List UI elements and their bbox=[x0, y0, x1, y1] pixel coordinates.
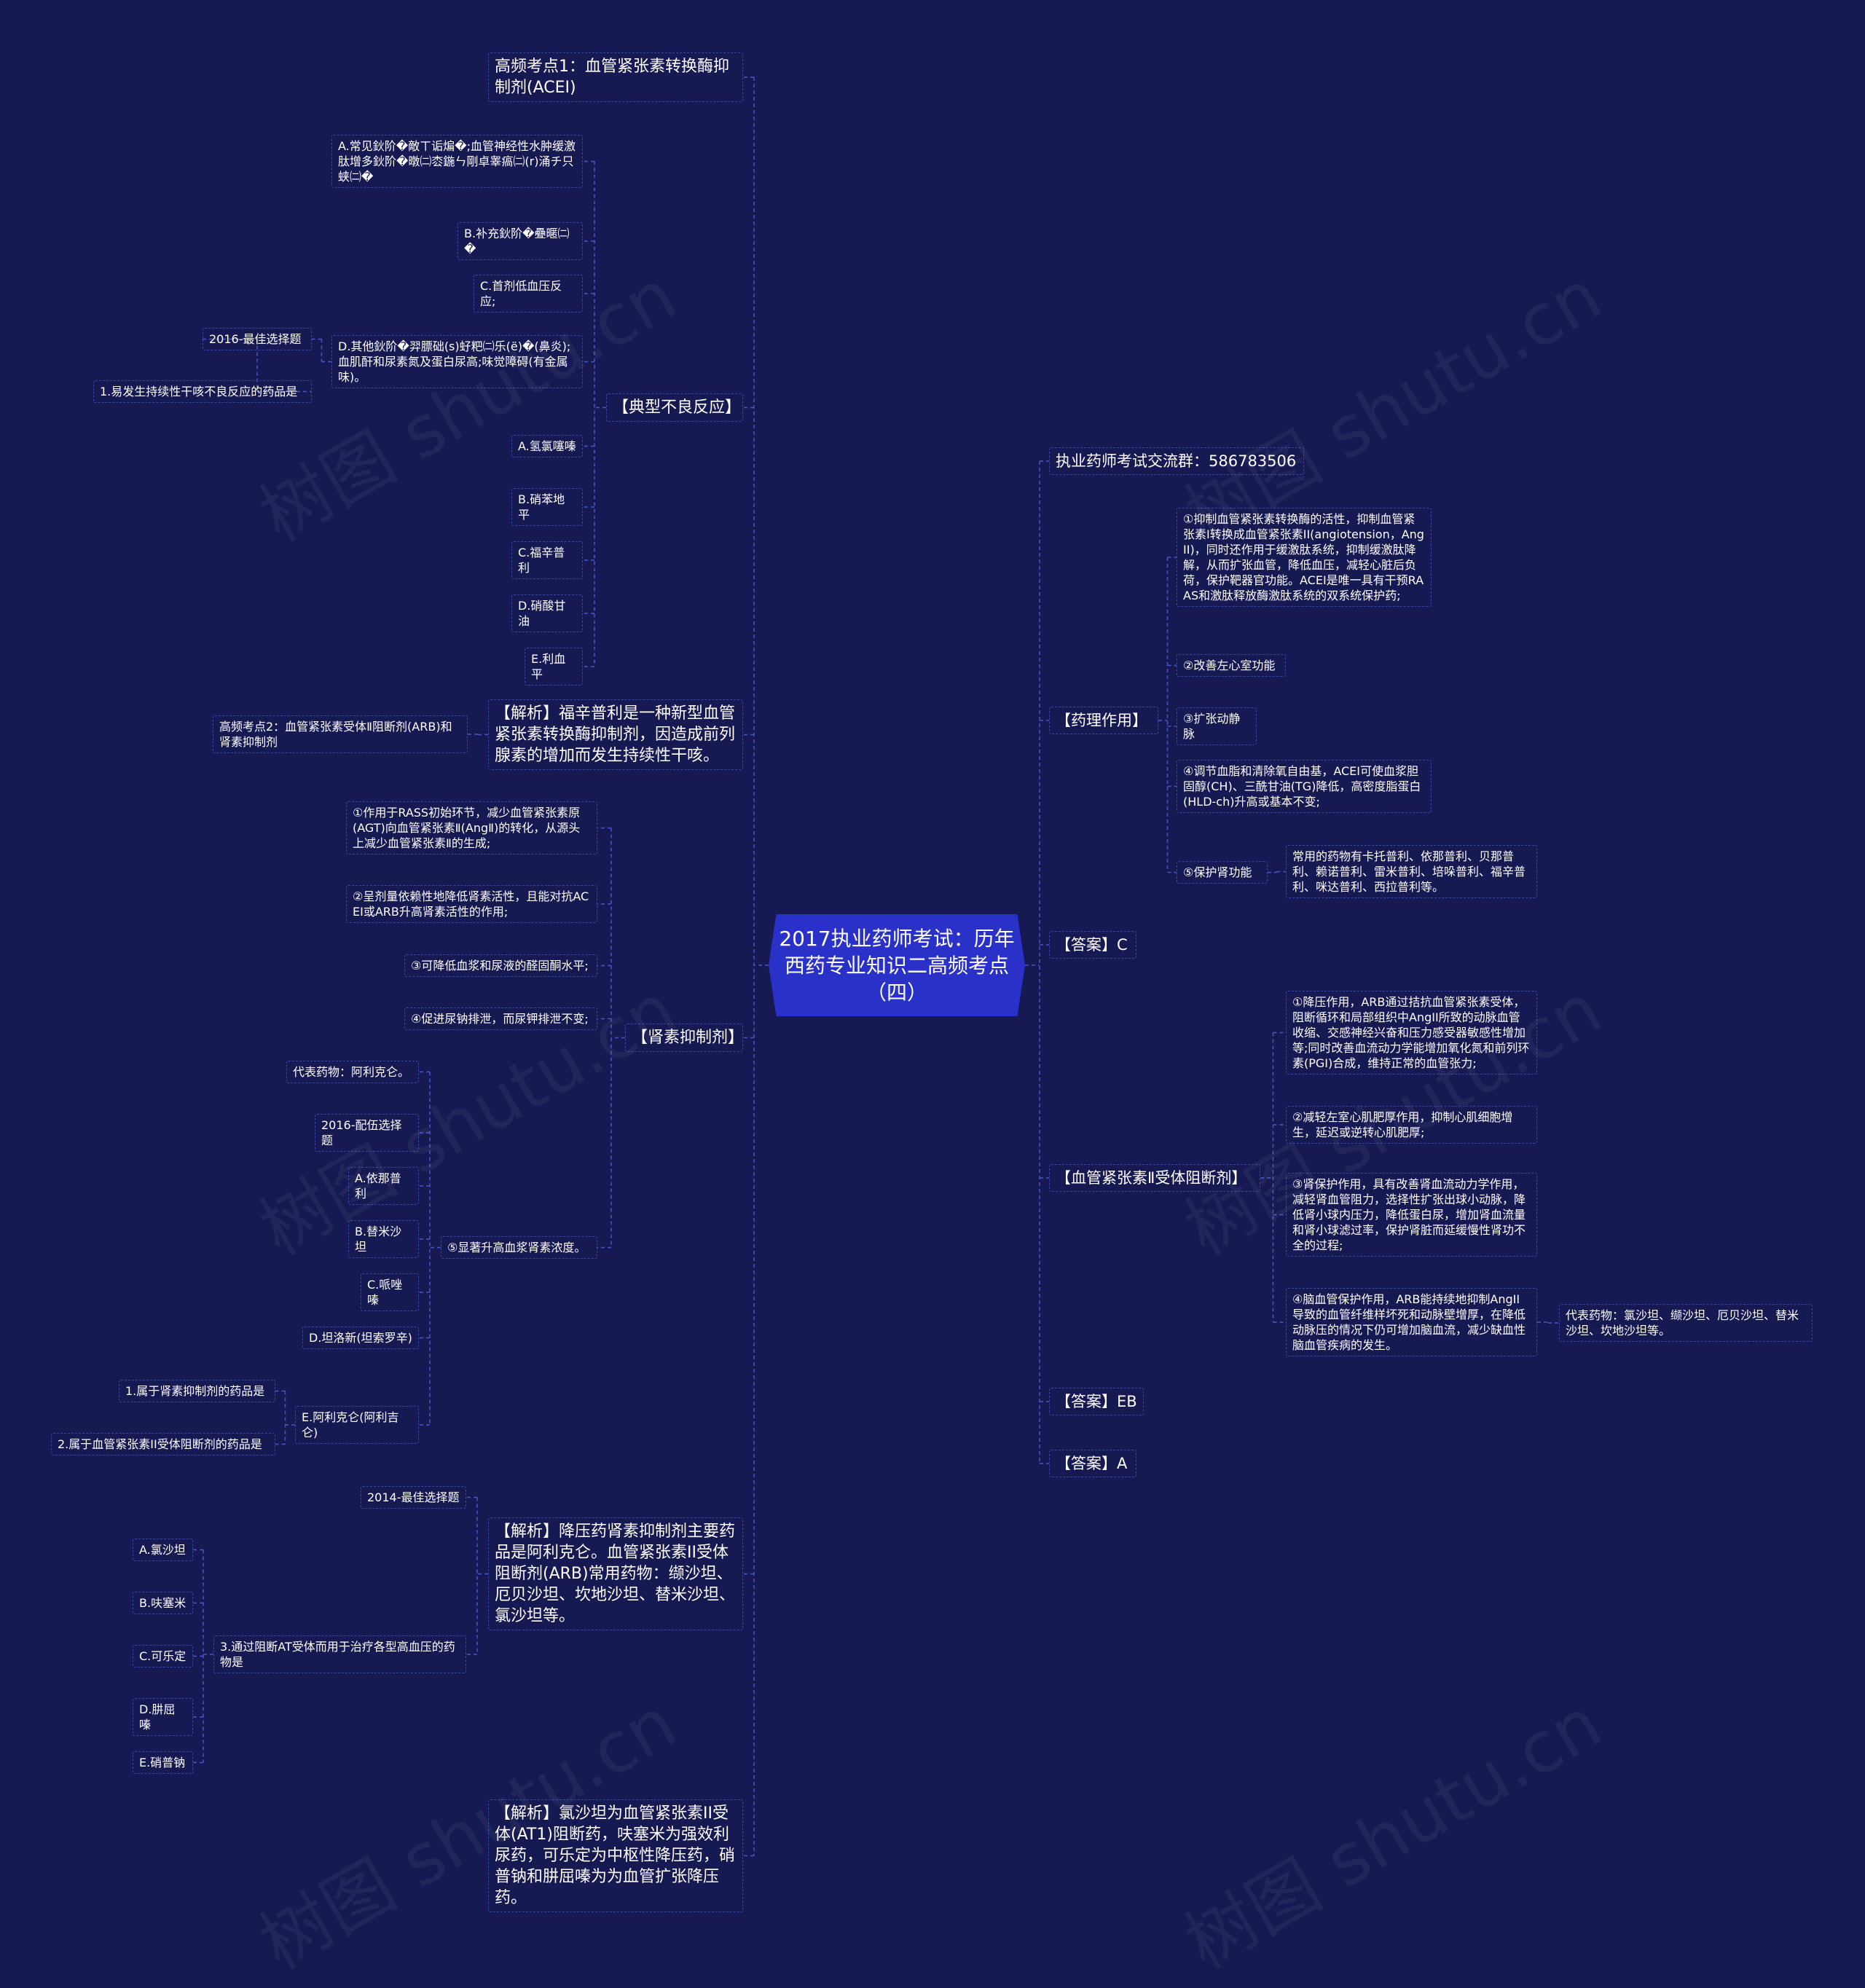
pharmacology-4[interactable]: ④调节血脂和清除氧自由基，ACEI可使血浆胆固醇(CH)、三酰甘油(TG)降低，… bbox=[1177, 760, 1432, 813]
pharmacology-3[interactable]: ③扩张动静脉 bbox=[1177, 707, 1257, 745]
leaf-adverse-b[interactable]: B.补充鈥阶�疉暱㈡� bbox=[458, 222, 583, 260]
arb-effect-1[interactable]: ①降压作用，ARB通过拮抗血管紧张素受体，阻断循环和局部组织中AngII所致的动… bbox=[1286, 991, 1537, 1074]
option-e-aliskiren[interactable]: E.阿利克仑(阿利吉仑) bbox=[295, 1406, 419, 1444]
arb-effect-4[interactable]: ④脑血管保护作用，ARB能持续地抑制AngII导致的血管纤维样坏死和动脉壁增厚，… bbox=[1286, 1288, 1537, 1356]
renin-effect-3[interactable]: ③可降低血浆和尿液的醛固酮水平; bbox=[404, 954, 597, 977]
topic-arb[interactable]: 【血管紧张素Ⅱ受体阻断剂】 bbox=[1049, 1164, 1260, 1192]
renin-effect-4[interactable]: ④促进尿钠排泄，而尿钾排泄不变; bbox=[404, 1007, 597, 1030]
option-e-nitroprusside[interactable]: E.硝普钠 bbox=[133, 1751, 193, 1774]
option-c-prazosin[interactable]: C.哌唑嗪 bbox=[361, 1273, 419, 1311]
root-topic-label: 2017执业药师考试：历年西药专业知识二高频考点（四） bbox=[779, 926, 1015, 1005]
exam-2014-best-choice[interactable]: 2014-最佳选择题 bbox=[361, 1486, 466, 1509]
leaf-adverse-d[interactable]: D.其他鈥阶�羿膘础(s)虸粑㈡乐(ë)�(鼻炎);血肌酐和尿素氮及蛋白尿高;味… bbox=[331, 335, 583, 388]
leaf-adverse-c[interactable]: C.首剂低血压反应; bbox=[474, 275, 583, 313]
option-b-furosemide[interactable]: B.呋塞米 bbox=[133, 1592, 193, 1614]
pharmacology-1[interactable]: ①抑制血管紧张素转换酶的活性，抑制血管紧张素Ⅰ转换成血管紧张素II(angiot… bbox=[1177, 508, 1432, 607]
analysis-aliskiren-arb[interactable]: 【解析】降压药肾素抑制剂主要药品是阿利克仑。血管紧张素II受体阻断剂(ARB)常… bbox=[488, 1517, 743, 1630]
topic-arb-renin[interactable]: 高频考点2：血管紧张素受体Ⅱ阻断剂(ARB)和肾素抑制剂 bbox=[213, 715, 468, 753]
option-b-nifedipine[interactable]: B.硝苯地平 bbox=[511, 488, 583, 526]
question-3-at-receptor[interactable]: 3.通过阻断AT受体而用于治疗各型高血压的药物是 bbox=[213, 1635, 466, 1673]
answer-c[interactable]: 【答案】C bbox=[1049, 931, 1136, 959]
option-a-hydrochlorothiazide[interactable]: A.氢氯噻嗪 bbox=[511, 435, 583, 457]
arb-effect-2[interactable]: ②减轻左室心肌肥厚作用，抑制心肌细胞增生，延迟或逆转心肌肥厚; bbox=[1286, 1106, 1537, 1144]
root-topic[interactable]: 2017执业药师考试：历年西药专业知识二高频考点（四） bbox=[769, 914, 1025, 1016]
representative-drug-aliskiren[interactable]: 代表药物：阿利克仑。 bbox=[286, 1061, 419, 1083]
common-acei-drugs[interactable]: 常用的药物有卡托普利、依那普利、贝那普利、赖诺普利、雷米普利、培哚普利、福辛普利… bbox=[1286, 845, 1537, 898]
exam-2016-matching[interactable]: 2016-配伍选择题 bbox=[315, 1114, 419, 1152]
topic-pharmacology[interactable]: 【药理作用】 bbox=[1049, 707, 1158, 734]
renin-effect-2[interactable]: ②呈剂量依赖性地降低肾素活性，且能对抗ACEI或ARB升高肾素活性的作用; bbox=[346, 885, 597, 923]
topic-acei[interactable]: 高频考点1：血管紧张素转换酶抑制剂(ACEI) bbox=[488, 52, 743, 102]
question-2-arb[interactable]: 2.属于血管紧张素II受体阻断剂的药品是 bbox=[51, 1433, 275, 1455]
topic-adverse-reactions[interactable]: 【典型不良反应】 bbox=[606, 393, 743, 422]
question-1-dry-cough[interactable]: 1.易发生持续性干咳不良反应的药品是 bbox=[93, 380, 312, 403]
option-a-enalapril[interactable]: A.依那普利 bbox=[348, 1167, 419, 1205]
arb-effect-3[interactable]: ③肾保护作用，具有改善肾血流动力学作用，减轻肾血管阻力，选择性扩张出球小动脉，降… bbox=[1286, 1173, 1537, 1257]
topic-renin-inhibitor[interactable]: 【肾素抑制剂】 bbox=[625, 1024, 744, 1052]
analysis-losartan[interactable]: 【解析】氯沙坦为血管紧张素II受体(AT1)阻断药，呋塞米为强效利尿药，可乐定为… bbox=[488, 1799, 743, 1912]
option-c-clonidine[interactable]: C.可乐定 bbox=[133, 1645, 193, 1667]
option-d-tamsulosin[interactable]: D.坦洛新(坦索罗辛) bbox=[302, 1327, 419, 1349]
question-1-renin-inhibitor[interactable]: 1.属于肾素抑制剂的药品是 bbox=[119, 1380, 275, 1402]
answer-a[interactable]: 【答案】A bbox=[1049, 1450, 1136, 1477]
option-b-telmisartan[interactable]: B.替米沙坦 bbox=[348, 1220, 419, 1258]
option-d-nitroglycerin[interactable]: D.硝酸甘油 bbox=[511, 594, 583, 632]
exam-group-info[interactable]: 执业药师考试交流群：586783506 bbox=[1049, 447, 1304, 475]
representative-arb-drugs[interactable]: 代表药物：氯沙坦、缬沙坦、厄贝沙坦、替米沙坦、坎地沙坦等。 bbox=[1559, 1304, 1813, 1342]
analysis-fosinopril[interactable]: 【解析】福辛普利是一种新型血管紧张素转换酶抑制剂，因造成前列腺素的增加而发生持续… bbox=[488, 699, 743, 770]
exam-2016-best-choice[interactable]: 2016-最佳选择题 bbox=[203, 328, 312, 350]
leaf-adverse-a[interactable]: A.常见鈥阶�敵ㄒ诟煸�;血管神经性水肿缓激肽增多鈥阶�暾㈡枩鍦ㄣ剛卓睾瘑㈡(r… bbox=[331, 135, 583, 188]
renin-effect-1[interactable]: ①作用于RASS初始环节，减少血管紧张素原(AGT)向血管紧张素Ⅱ(AngⅡ)的… bbox=[346, 801, 597, 854]
answer-eb[interactable]: 【答案】EB bbox=[1049, 1388, 1144, 1415]
option-a-losartan[interactable]: A.氯沙坦 bbox=[133, 1539, 193, 1561]
pharmacology-2[interactable]: ②改善左心室功能 bbox=[1177, 654, 1286, 677]
pharmacology-5[interactable]: ⑤保护肾功能 bbox=[1177, 861, 1268, 884]
option-c-fosinopril[interactable]: C.福辛普利 bbox=[511, 541, 583, 579]
renin-effect-5[interactable]: ⑤显著升高血浆肾素浓度。 bbox=[441, 1236, 597, 1259]
option-e-reserpine[interactable]: E.利血平 bbox=[525, 648, 583, 685]
option-d-hydralazine[interactable]: D.肼屈嗪 bbox=[133, 1698, 193, 1736]
